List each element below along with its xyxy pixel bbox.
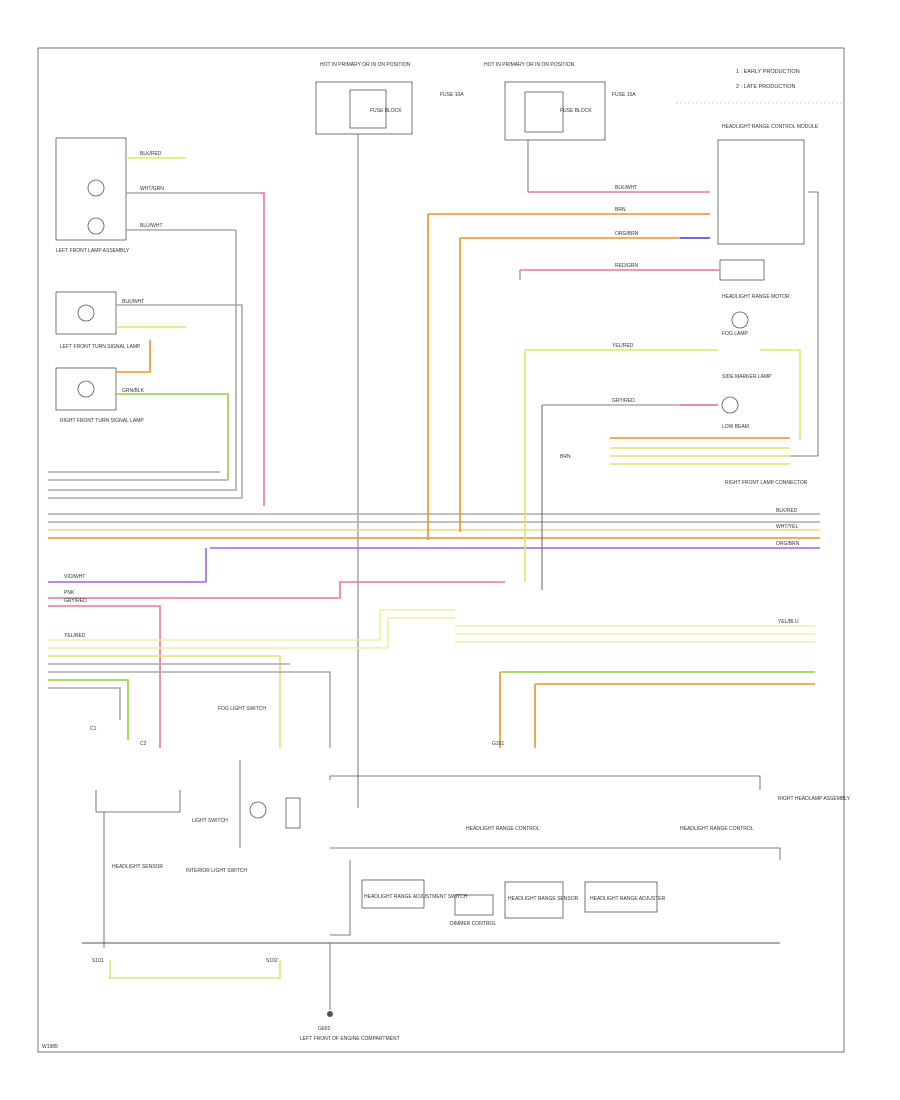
svg-text:HEADLIGHT RANGE CONTROL MODULE: HEADLIGHT RANGE CONTROL MODULE — [722, 124, 819, 130]
headlight-range-control-module: HEADLIGHT RANGE CONTROL MODULE BLK/WHT B… — [427, 124, 819, 540]
diagram-frame — [37, 47, 845, 1053]
fuse-right-fuse: FUSE 15A — [612, 92, 636, 98]
headlight-range-adjustment-switch: HEADLIGHT RANGE CONTROL HEADLIGHT RANGE … — [329, 775, 851, 936]
legend: 1 : EARLY PRODUCTION 2 : LATE PRODUCTION — [676, 69, 842, 104]
left-front-turn-signal: LEFT FRONT TURN SIGNAL LAMP BLK/WHT — [55, 291, 236, 350]
svg-text:FOG LIGHT SWITCH: FOG LIGHT SWITCH — [218, 706, 266, 712]
svg-text:ORG/BRN: ORG/BRN — [776, 541, 800, 547]
svg-text:HEADLIGHT RANGE SENSOR: HEADLIGHT RANGE SENSOR — [508, 896, 579, 902]
right-front-lamp-connector: BRN RIGHT FRONT LAMP CONNECTOR — [560, 191, 819, 486]
side-marker-lamp: YEL/RED SIDE MARKER LAMP — [524, 343, 801, 582]
svg-text:LIGHT SWITCH: LIGHT SWITCH — [192, 818, 228, 824]
svg-text:YEL/RED: YEL/RED — [64, 633, 86, 639]
svg-text:LEFT FRONT OF ENGINE COMPARTME: LEFT FRONT OF ENGINE COMPARTMENT — [300, 1036, 400, 1042]
svg-text:FOG LAMP: FOG LAMP — [722, 331, 749, 337]
fuse-left-header: HOT IN PRIMARY OR IN ON POSITION — [320, 62, 411, 68]
right-front-turn-signal: RIGHT FRONT TURN SIGNAL LAMP GRN/BLK — [55, 340, 229, 480]
svg-text:GRY/RED: GRY/RED — [612, 398, 635, 404]
left-front-lamp-label: LEFT FRONT LAMP ASSEMBLY — [56, 248, 130, 254]
svg-text:G602: G602 — [318, 1026, 330, 1032]
svg-text:RED/GRN: RED/GRN — [615, 263, 638, 269]
svg-text:C2: C2 — [140, 741, 147, 747]
svg-text:LOW BEAM: LOW BEAM — [722, 424, 749, 430]
main-bus: VIO/WHT PNK GRY/RED BLK/RED WHT/YEL ORG/… — [48, 508, 820, 748]
svg-text:RIGHT FRONT LAMP CONNECTOR: RIGHT FRONT LAMP CONNECTOR — [725, 480, 808, 486]
svg-text:WHT/GRN: WHT/GRN — [140, 186, 164, 192]
svg-text:YEL/RED: YEL/RED — [612, 343, 634, 349]
light-switch: LIGHT SWITCH HEADLIGHT SENSOR INTERIOR L… — [95, 790, 247, 948]
svg-text:HEADLIGHT RANGE CONTROL: HEADLIGHT RANGE CONTROL — [466, 826, 540, 832]
svg-text:DIMMER CONTROL: DIMMER CONTROL — [450, 921, 496, 927]
svg-text:INTERIOR LIGHT SWITCH: INTERIOR LIGHT SWITCH — [186, 868, 247, 874]
legend-item-2: 2 : LATE PRODUCTION — [736, 84, 796, 90]
svg-text:HEADLIGHT RANGE MOTOR: HEADLIGHT RANGE MOTOR — [722, 294, 790, 300]
svg-text:RIGHT FRONT TURN SIGNAL LAMP: RIGHT FRONT TURN SIGNAL LAMP — [60, 418, 144, 424]
fuse-right-header: HOT IN PRIMARY OR IN ON POSITION — [484, 62, 575, 68]
svg-text:VIO/WHT: VIO/WHT — [64, 574, 85, 580]
svg-text:GRY/RED: GRY/RED — [64, 598, 87, 604]
ground-icon — [327, 1011, 333, 1017]
ground-bus: S101 S102 G602 LEFT FRONT OF ENGINE COMP… — [82, 942, 780, 1042]
left-front-lamp-assembly: LEFT FRONT LAMP ASSEMBLY BLK/RED WHT/GRN… — [55, 137, 260, 254]
svg-text:YEL/BLU: YEL/BLU — [778, 619, 799, 625]
svg-text:GRN/BLK: GRN/BLK — [122, 388, 145, 394]
svg-text:HEADLIGHT RANGE ADJUSTMENT SWI: HEADLIGHT RANGE ADJUSTMENT SWITCH — [364, 894, 468, 900]
fuse-right-block: FUSE BLOCK — [560, 108, 592, 114]
svg-text:BRN: BRN — [560, 454, 571, 460]
svg-text:BLK/WHT: BLK/WHT — [615, 185, 637, 191]
corner-code: W1985 — [42, 1044, 58, 1050]
svg-text:C1: C1 — [90, 726, 97, 732]
fog-light-switch: FOG LIGHT SWITCH — [218, 706, 301, 848]
svg-text:BLU/WHT: BLU/WHT — [140, 223, 163, 229]
svg-text:SIDE MARKER LAMP: SIDE MARKER LAMP — [722, 374, 772, 380]
svg-text:BLK/WHT: BLK/WHT — [122, 299, 144, 305]
svg-text:S101: S101 — [92, 958, 104, 964]
low-beam: GRY/RED LOW BEAM — [541, 396, 749, 590]
svg-text:BLK/RED: BLK/RED — [776, 508, 798, 514]
fuse-left-fuse: FUSE 10A — [440, 92, 464, 98]
svg-text:BLK/RED: BLK/RED — [140, 151, 162, 157]
svg-text:ORG/BRN: ORG/BRN — [615, 231, 639, 237]
svg-text:WHT/YEL: WHT/YEL — [776, 524, 798, 530]
fuse-block-right: HOT IN PRIMARY OR IN ON POSITION FUSE BL… — [484, 62, 710, 193]
svg-text:HEADLIGHT RANGE CONTROL: HEADLIGHT RANGE CONTROL — [680, 826, 754, 832]
secondary-bus: YEL/RED YEL/BLU — [48, 609, 815, 748]
fuse-block-left: HOT IN PRIMARY OR IN ON POSITION FUSE BL… — [315, 62, 464, 808]
legend-item-1: 1 : EARLY PRODUCTION — [736, 69, 800, 75]
svg-text:G101: G101 — [492, 741, 504, 747]
svg-text:S102: S102 — [266, 958, 278, 964]
svg-text:RIGHT HEADLAMP ASSEMBLY: RIGHT HEADLAMP ASSEMBLY — [778, 796, 851, 802]
svg-text:LEFT FRONT TURN SIGNAL LAMP: LEFT FRONT TURN SIGNAL LAMP — [60, 344, 141, 350]
svg-text:HEADLIGHT RANGE ADJUSTER: HEADLIGHT RANGE ADJUSTER — [590, 896, 666, 902]
headlight-range-motor: HEADLIGHT RANGE MOTOR RED/GRN FOG LAMP — [519, 259, 790, 337]
svg-text:HEADLIGHT SENSOR: HEADLIGHT SENSOR — [112, 864, 163, 870]
svg-text:PNK: PNK — [64, 590, 75, 596]
svg-text:BRN: BRN — [615, 207, 626, 213]
fuse-left-block: FUSE BLOCK — [370, 108, 402, 114]
